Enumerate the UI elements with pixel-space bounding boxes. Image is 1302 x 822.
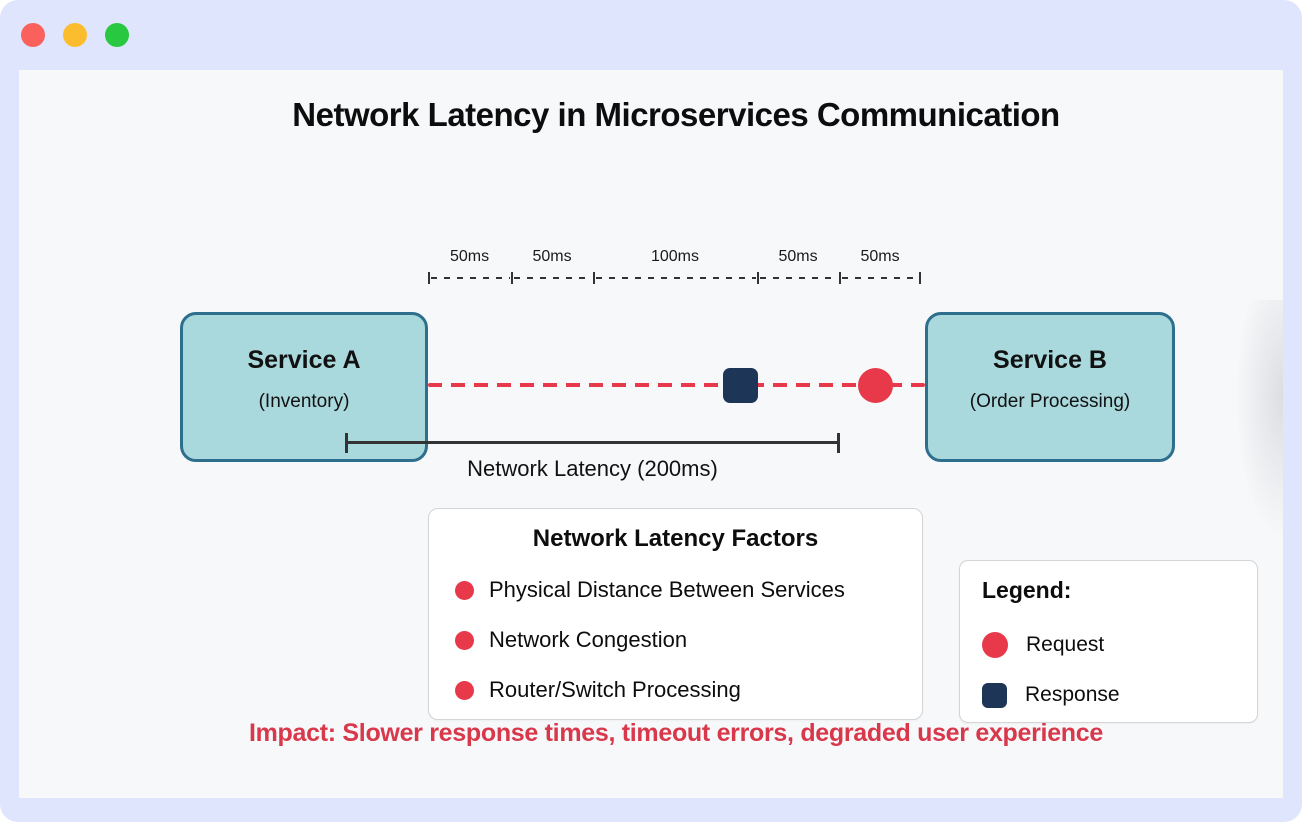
edge-shadow — [1235, 300, 1283, 540]
request-circle-icon — [982, 632, 1008, 658]
diagram-canvas: Network Latency in Microservices Communi… — [19, 70, 1283, 798]
legend-item: Request — [982, 620, 1257, 670]
timing-segment-label: 50ms — [532, 248, 572, 265]
timing-segment: 50ms — [839, 246, 921, 284]
timing-segment-label: 50ms — [778, 248, 818, 265]
response-square-marker — [723, 368, 758, 403]
window-titlebar — [0, 0, 1302, 70]
service-a-node: Service A (Inventory) — [180, 312, 428, 462]
close-button[interactable] — [21, 23, 45, 47]
impact-note: Impact: Slower response times, timeout e… — [248, 719, 1103, 747]
service-b-name: Service B — [993, 345, 1107, 374]
timing-ruler: 50ms 50ms 100ms 50ms 50ms — [428, 246, 921, 284]
timing-segment: 100ms — [593, 246, 757, 284]
timing-end-tick — [919, 272, 921, 284]
red-bullet-icon — [455, 580, 474, 600]
timing-segment-line — [839, 272, 921, 284]
legend-card: Legend: Request Response — [959, 560, 1258, 723]
factors-title: Network Latency Factors — [532, 525, 819, 552]
service-a-subtitle: (Inventory) — [258, 390, 350, 412]
timing-segment: 50ms — [757, 246, 839, 284]
factor-item: Network Congestion — [429, 615, 922, 665]
timing-segment-label: 100ms — [650, 248, 700, 265]
timing-segment-line — [428, 272, 511, 284]
latency-measure-label: Network Latency (200ms) — [467, 456, 718, 481]
timing-segment: 50ms — [511, 246, 593, 284]
factor-label: Network Congestion — [489, 627, 688, 652]
service-b-node: Service B (Order Processing) — [925, 312, 1175, 462]
request-circle-marker — [858, 368, 893, 403]
legend-item-label: Response — [1025, 683, 1120, 706]
service-a-name: Service A — [247, 345, 361, 374]
timing-segment-line — [593, 272, 757, 284]
response-square-icon — [982, 682, 1007, 708]
legend-title: Legend: — [982, 577, 1072, 603]
latency-factors-card: Network Latency Factors Physical Distanc… — [428, 508, 923, 720]
red-bullet-icon — [455, 630, 474, 650]
timing-segment-label: 50ms — [449, 248, 490, 265]
timing-segment-line — [511, 272, 593, 284]
latency-measure-bracket — [345, 433, 840, 453]
zoom-button[interactable] — [105, 23, 129, 47]
red-bullet-icon — [455, 680, 474, 700]
legend-item: Response — [982, 670, 1257, 720]
request-dashed-line — [428, 383, 925, 387]
factor-item: Router/Switch Processing — [429, 665, 922, 715]
factor-label: Router/Switch Processing — [489, 677, 741, 702]
legend-item-label: Request — [1026, 633, 1105, 656]
timing-segment-label: 50ms — [860, 248, 900, 265]
timing-segment-line — [757, 272, 839, 284]
minimize-button[interactable] — [63, 23, 87, 47]
page-title: Network Latency in Microservices Communi… — [292, 96, 1060, 133]
factor-item: Physical Distance Between Services — [429, 565, 922, 615]
timing-segment: 50ms — [428, 246, 511, 284]
factor-label: Physical Distance Between Services — [489, 577, 845, 602]
service-b-subtitle: (Order Processing) — [969, 390, 1131, 412]
